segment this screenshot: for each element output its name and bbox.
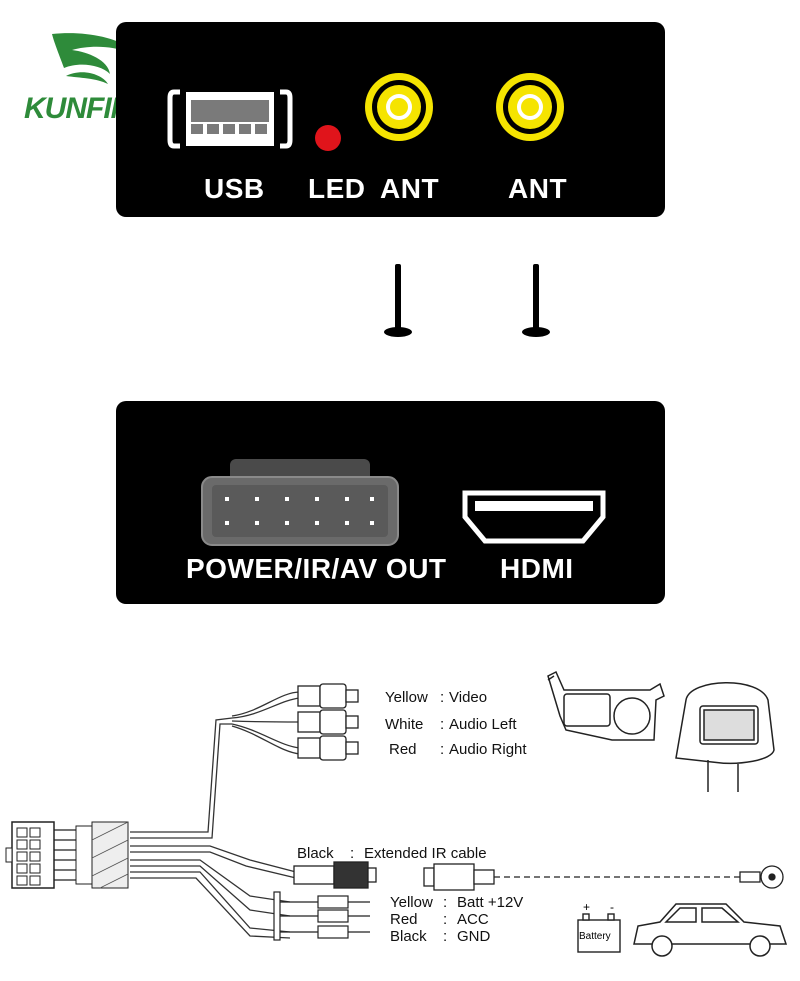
ant-left-label: ANT <box>380 173 440 204</box>
battery-label: Battery <box>579 931 611 942</box>
power-black-color: Black <box>390 928 427 945</box>
power-ir-av-out-label: POWER/IR/AV OUT <box>186 553 447 584</box>
ant-jack-left-icon <box>365 73 433 141</box>
rca-red-color: Red <box>389 741 417 758</box>
led-label: LED <box>308 173 366 204</box>
power-red-sep: : <box>443 911 448 928</box>
led-indicator-icon <box>315 125 341 151</box>
ant-jack-right-icon <box>496 73 564 141</box>
battery-plus: + <box>583 900 591 914</box>
rca-yellow-function: Video <box>449 689 488 706</box>
battery-minus: - <box>610 900 614 914</box>
ir-cable-sep: : <box>350 845 355 862</box>
ir-cable-color: Black <box>297 845 334 862</box>
antenna-pin-right-icon <box>522 264 550 337</box>
ir-jack-icon <box>293 861 377 889</box>
top-panel: USB LED ANT ANT <box>116 22 665 217</box>
hdmi-port-icon <box>462 490 606 544</box>
rca-yellow-color: Yellow <box>385 689 428 706</box>
usb-port-icon <box>167 89 293 149</box>
power-yellow-color: Yellow <box>390 894 433 911</box>
power-red-color: Red <box>390 911 418 928</box>
usb-label: USB <box>204 173 265 204</box>
power-connector-icon <box>201 459 399 546</box>
antenna-pin-left-icon <box>384 264 412 337</box>
car-icon <box>633 903 788 957</box>
rca-plugs-icon <box>297 683 359 761</box>
hdmi-label: HDMI <box>500 553 574 584</box>
power-yellow-sep: : <box>443 894 448 911</box>
rca-white-color: White <box>385 716 424 733</box>
headrest-monitor-icon <box>675 682 775 792</box>
power-black-function: GND <box>457 928 491 945</box>
rca-white-sep: : <box>440 716 445 733</box>
harness-connector-icon <box>5 821 129 889</box>
power-black-sep: : <box>443 928 448 945</box>
power-wire-ends-icon <box>273 891 370 941</box>
ir-receiver-icon <box>423 863 784 891</box>
rca-red-sep: : <box>440 741 445 758</box>
ir-cable-function: Extended IR cable <box>364 845 487 862</box>
ant-right-label: ANT <box>508 173 568 204</box>
power-red-function: ACC <box>457 911 489 928</box>
rca-white-function: Audio Left <box>449 716 517 733</box>
rca-red-function: Audio Right <box>449 741 527 758</box>
rca-yellow-sep: : <box>440 689 445 706</box>
sun-visor-monitor-icon <box>547 670 665 741</box>
bottom-panel: POWER/IR/AV OUT HDMI <box>116 401 665 604</box>
power-yellow-function: Batt +12V <box>457 894 524 911</box>
